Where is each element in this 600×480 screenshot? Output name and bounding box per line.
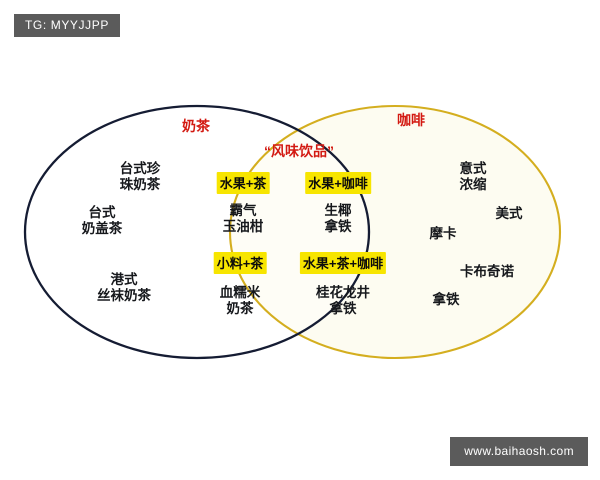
site-watermark-badge: www.baihaosh.com xyxy=(450,437,588,466)
right-circle-outline xyxy=(228,104,562,360)
intersection-item-3: 桂花龙井拿铁 xyxy=(316,285,370,317)
left-set-item-2: 港式丝袜奶茶 xyxy=(97,272,151,304)
left-set-item-0: 台式珍珠奶茶 xyxy=(119,161,161,193)
intersection-chip-2-wrap: 小料+茶 xyxy=(213,252,267,274)
intersection-chip-3-wrap: 水果+茶+咖啡 xyxy=(299,252,387,274)
right-set-title: 咖啡 xyxy=(397,112,425,128)
intersection-chip-0: 水果+茶 xyxy=(216,172,270,194)
intersection-chip-1: 水果+咖啡 xyxy=(305,172,371,194)
intersection-item-0: 霸气玉油柑 xyxy=(222,203,264,235)
right-set-item-1: 美式 xyxy=(495,206,523,221)
intersection-title: “风味饮品” xyxy=(264,143,334,159)
intersection-item-2: 血糯米奶茶 xyxy=(219,285,261,317)
intersection-item-1: 生椰拿铁 xyxy=(324,203,352,235)
intersection-fill xyxy=(230,106,369,358)
left-circle-outline xyxy=(23,104,371,360)
right-set-item-4: 拿铁 xyxy=(432,292,460,307)
intersection-chip-0-wrap: 水果+茶 xyxy=(216,172,270,194)
right-set-item-0: 意式浓缩 xyxy=(459,161,487,193)
tg-watermark-badge: TG: MYYJJPP xyxy=(14,14,120,37)
left-set-title: 奶茶 xyxy=(182,118,210,134)
intersection-chip-1-wrap: 水果+咖啡 xyxy=(305,172,371,194)
intersection-chip-2: 小料+茶 xyxy=(213,252,267,274)
right-set-item-2: 摩卡 xyxy=(429,226,457,241)
right-set-item-3: 卡布奇诺 xyxy=(460,264,514,279)
intersection-chip-3: 水果+茶+咖啡 xyxy=(299,252,387,274)
left-set-item-1: 台式奶盖茶 xyxy=(81,205,123,237)
